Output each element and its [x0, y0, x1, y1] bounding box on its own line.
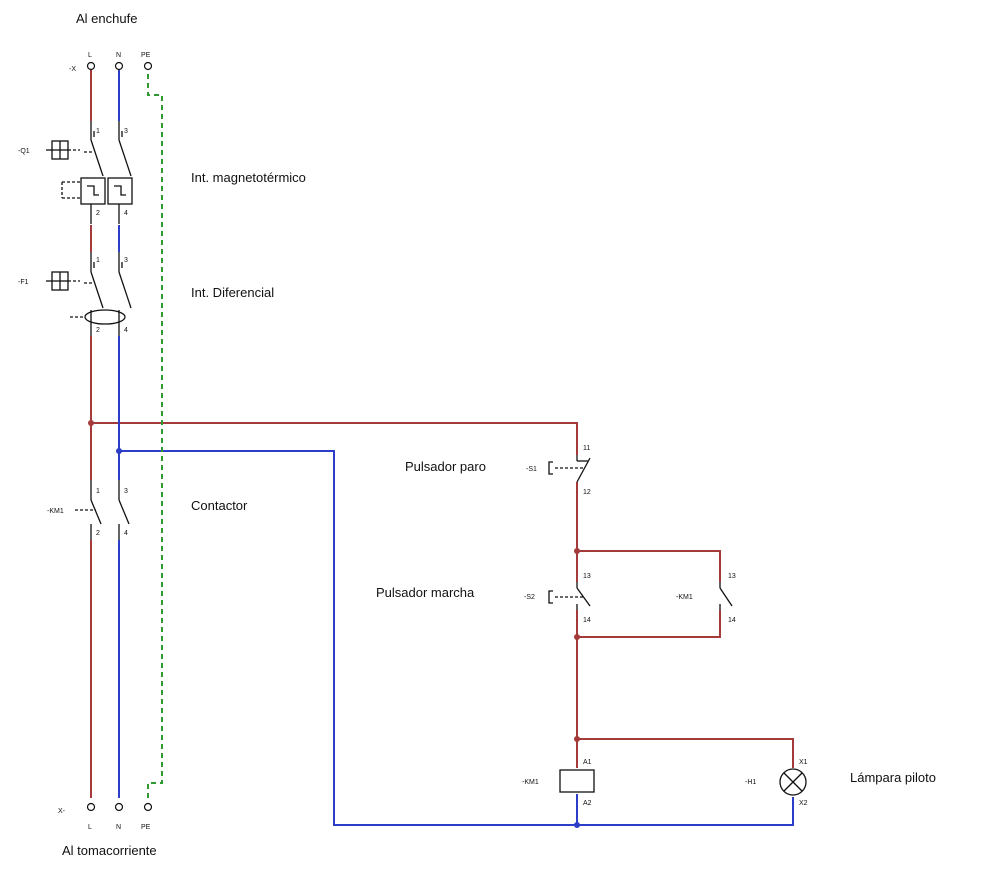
top-terminals [86, 61, 153, 71]
rcd-pin-1: 1 [96, 257, 100, 264]
stop-ref: -S1 [526, 466, 537, 473]
self-hold-ref: -KM1 [676, 594, 693, 601]
self-hold-pin-14: 14 [728, 617, 736, 624]
earth-wiring [147, 74, 163, 800]
rcd-pin-3: 3 [124, 257, 128, 264]
coil-pin-A1: A1 [583, 759, 592, 766]
rcd-symbol [46, 252, 132, 336]
terminal-label-PE-top: PE [141, 52, 151, 59]
terminal-circle [143, 61, 153, 71]
pilot-lamp-label: Lámpara piloto [850, 770, 936, 785]
contactor-label: Contactor [191, 498, 248, 513]
earth-line [147, 74, 163, 800]
terminal-label-PE-bottom: PE [141, 824, 151, 831]
stop-button-label: Pulsador paro [405, 459, 486, 474]
breaker-label: Int. magnetotérmico [191, 170, 306, 185]
start-button-label: Pulsador marcha [376, 585, 475, 600]
terminal-circle [114, 802, 124, 812]
breaker-pin-4: 4 [124, 210, 128, 217]
stop-pushbutton-symbol [548, 455, 591, 483]
lamp-supply-wire [577, 738, 794, 768]
self-hold-pin-13: 13 [728, 573, 736, 580]
bottom-terminals [86, 802, 153, 812]
lamp-pin-X1: X1 [799, 759, 808, 766]
pilot-lamp-icon [779, 768, 807, 796]
coil-ref: -KM1 [522, 779, 539, 786]
terminal-circle [86, 802, 96, 812]
breaker-pin-1: 1 [96, 128, 100, 135]
start-ref: -S2 [524, 594, 535, 601]
breaker-symbol [46, 121, 133, 225]
terminal-circle [86, 61, 96, 71]
rcd-ref: -F1 [18, 279, 29, 286]
parallel-top-wire [577, 550, 721, 582]
lamp-pin-X2: X2 [799, 800, 808, 807]
junction-dot [574, 736, 580, 742]
lamp-ref: -H1 [745, 779, 756, 786]
junction-dot [116, 448, 122, 454]
terminal-label-L-bottom: L [88, 824, 92, 831]
rcd-label: Int. Diferencial [191, 285, 274, 300]
contactor-ref: -KM1 [47, 508, 64, 515]
terminal-label-N-top: N [116, 52, 121, 59]
breaker-pin-2: 2 [96, 210, 100, 217]
top-label: Al enchufe [76, 11, 137, 26]
bottom-label: Al tomacorriente [62, 843, 157, 858]
junction-dot [88, 420, 94, 426]
contactor-pin-1: 1 [96, 488, 100, 495]
stop-pin-12: 12 [583, 489, 591, 496]
junction-dot [574, 822, 580, 828]
coil-symbol [559, 769, 595, 793]
terminal-circle [114, 61, 124, 71]
terminal-label-N-bottom: N [116, 824, 121, 831]
parallel-bottom-wire [577, 610, 721, 638]
contactor-pin-3: 3 [124, 488, 128, 495]
coil-pin-A2: A2 [583, 800, 592, 807]
terminal-ref-top: -X [69, 66, 76, 73]
junction-dot [574, 548, 580, 554]
junction-dots [88, 420, 580, 828]
start-pin-13: 13 [583, 573, 591, 580]
contactor-pin-2: 2 [96, 530, 100, 537]
start-pin-14: 14 [583, 617, 591, 624]
stop-pin-11: 11 [583, 445, 590, 452]
neutral-line-return [119, 450, 794, 826]
terminal-ref-bottom: X- [58, 808, 66, 815]
rcd-pin-4: 4 [124, 327, 128, 334]
contactor-pin-4: 4 [124, 530, 128, 537]
phase-line-control [91, 422, 578, 455]
contactor-symbol [75, 480, 132, 540]
breaker-ref: -Q1 [18, 148, 30, 155]
breaker-pin-3: 3 [124, 128, 128, 135]
terminal-label-L-top: L [88, 52, 92, 59]
rcd-pin-2: 2 [96, 327, 100, 334]
terminal-circle [143, 802, 153, 812]
self-hold-contact-symbol [712, 582, 733, 610]
junction-dot [574, 634, 580, 640]
start-pushbutton-symbol [548, 582, 591, 610]
